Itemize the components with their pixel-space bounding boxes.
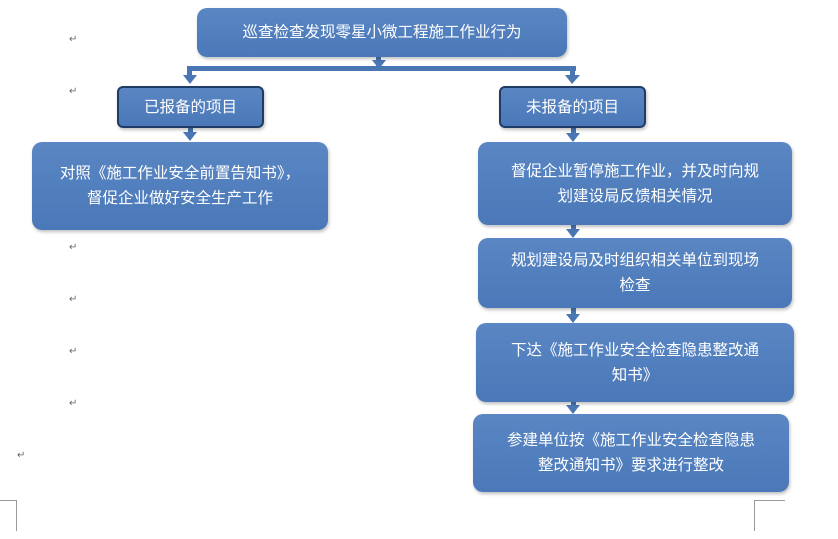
left-step-line-1: 对照《施工作业安全前置告知书》， [59, 164, 301, 182]
left-step-box: 对照《施工作业安全前置告知书》， 督促企业做好安全生产工作 [32, 142, 328, 230]
right-step-2-line-1: 规划建设局及时组织相关单位到现场 [510, 251, 759, 269]
left-branch-header: 已报备的项目 [117, 86, 264, 128]
top-process-box: 巡查检查发现零星小微工程施工作业行为 [197, 8, 567, 57]
right-step-4-line-1: 参建单位按《施工作业安全检查隐患 [506, 431, 755, 449]
arrow-to-right-step-2 [566, 229, 580, 238]
paragraph-mark: ↵ [69, 34, 78, 45]
paragraph-mark: ↵ [69, 346, 78, 357]
arrow-to-left-header [183, 75, 197, 84]
arrow-to-left-step [183, 132, 197, 141]
paragraph-mark: ↵ [69, 398, 78, 409]
horizontal-connector [187, 66, 576, 71]
right-step-3-line-2: 知书》 [611, 365, 659, 384]
paragraph-mark: ↵ [69, 294, 78, 305]
right-step-1-line-1: 督促企业暂停施工作业，并及时向规 [510, 161, 759, 180]
page-corner-left [0, 500, 17, 531]
arrow-to-right-step-4 [566, 405, 580, 414]
right-step-box-2: 规划建设局及时组织相关单位到现场 检查 [478, 238, 792, 308]
right-step-4-line-2: 整改通知书》要求进行整改 [537, 456, 724, 474]
page-corner-right [754, 500, 785, 531]
arrow-to-right-step-3 [566, 314, 580, 323]
left-branch-header-text: 已报备的项目 [143, 97, 237, 116]
right-step-box-4: 参建单位按《施工作业安全检查隐患 整改通知书》要求进行整改 [473, 414, 789, 492]
right-branch-header-text: 未报备的项目 [525, 97, 619, 116]
left-step-line-2: 督促企业做好安全生产工作 [86, 189, 273, 207]
right-branch-header: 未报备的项目 [499, 86, 646, 128]
right-step-2-line-2: 检查 [619, 276, 651, 294]
right-step-3-line-1: 下达《施工作业安全检查隐患整改通 [510, 340, 759, 359]
paragraph-mark: ↵ [17, 450, 26, 461]
arrow-to-right-header [565, 75, 580, 84]
right-step-1-line-2: 划建设局反馈相关情况 [557, 186, 713, 205]
arrow-to-right-step-1 [566, 133, 580, 142]
paragraph-mark: ↵ [69, 242, 78, 253]
right-step-box-3: 下达《施工作业安全检查隐患整改通 知书》 [476, 323, 794, 402]
paragraph-mark: ↵ [69, 86, 78, 97]
top-process-text: 巡查检查发现零星小微工程施工作业行为 [242, 23, 522, 41]
right-step-box-1: 督促企业暂停施工作业，并及时向规 划建设局反馈相关情况 [478, 142, 792, 225]
